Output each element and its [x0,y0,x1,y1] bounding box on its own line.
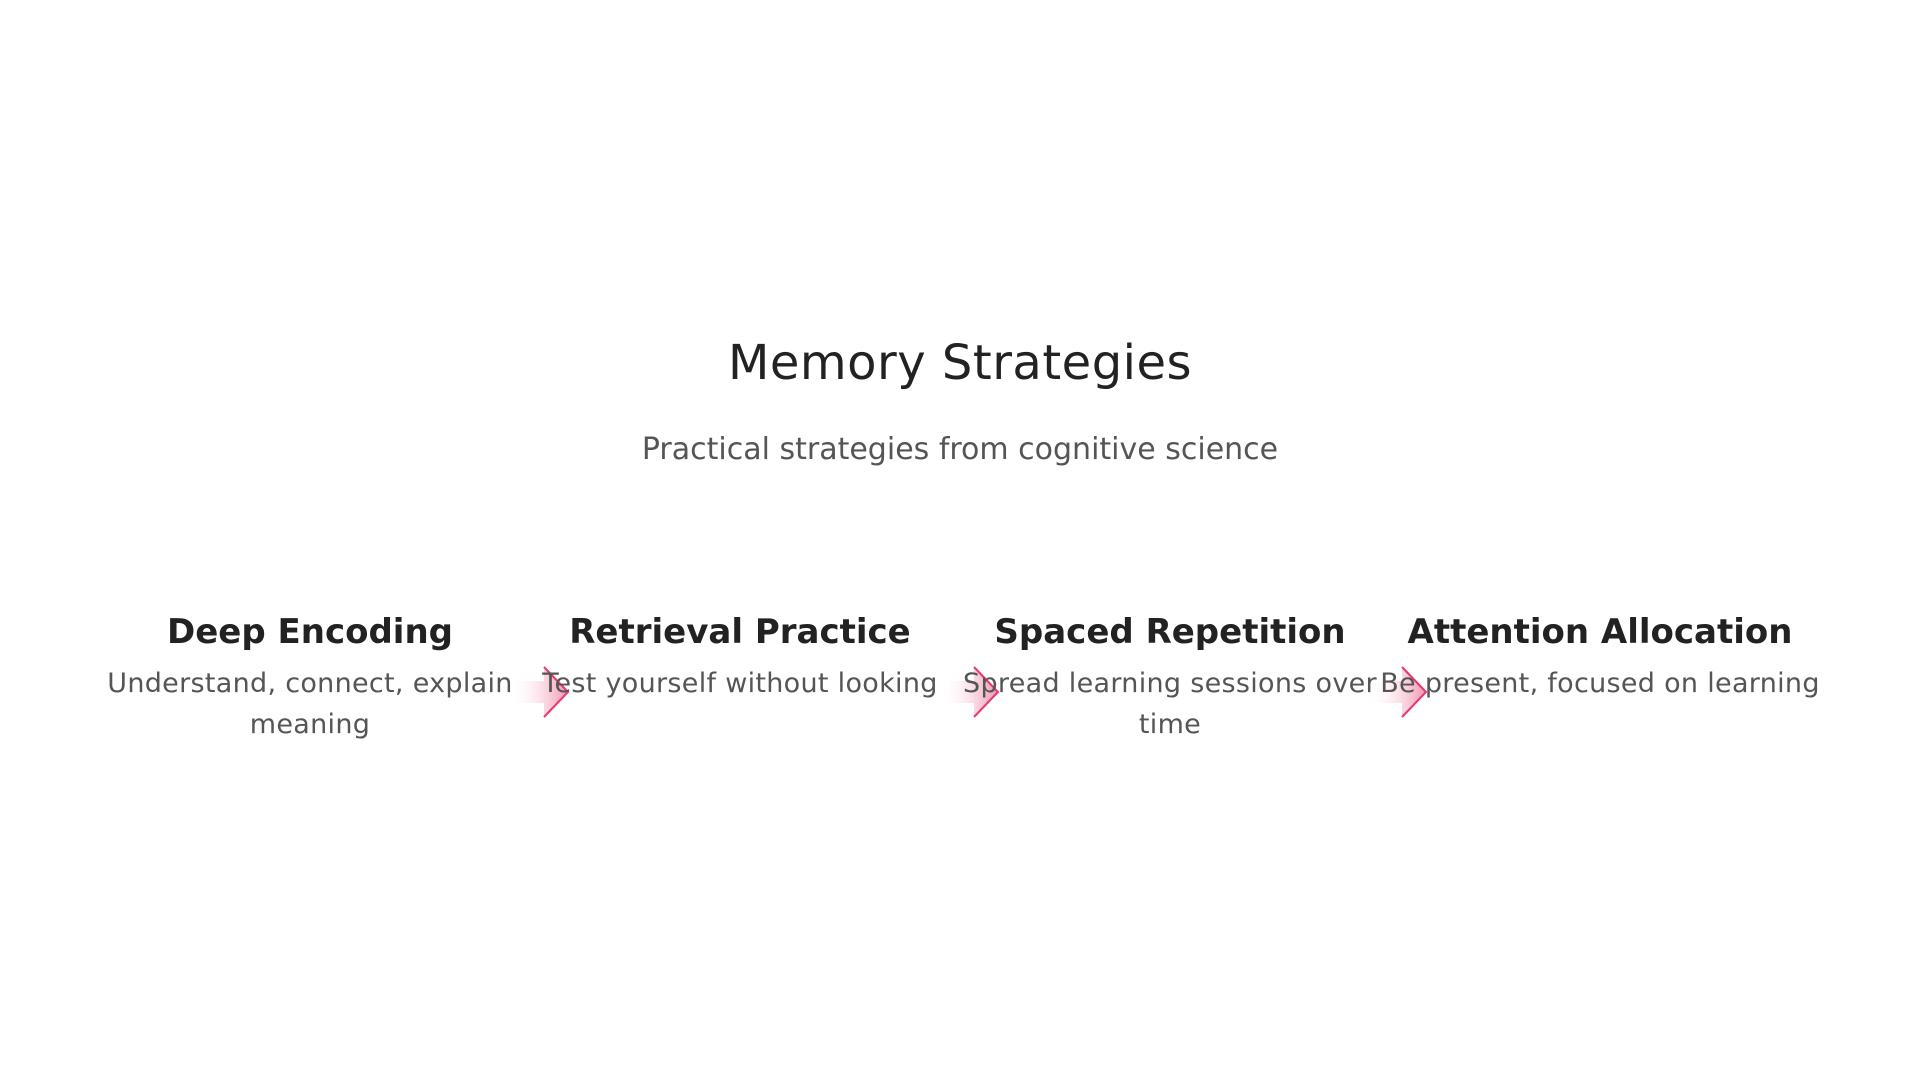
step-deep-encoding: Deep Encoding Understand, connect, expla… [90,610,530,745]
step-description: Test yourself without looking [542,668,938,700]
step-title: Retrieval Practice [569,612,911,652]
step-description: Spread learning sessions over time [963,668,1377,740]
step-description: Understand, connect, explain meaning [107,668,513,740]
step-title: Attention Allocation [1407,612,1793,652]
page-subtitle: Practical strategies from cognitive scie… [641,432,1279,467]
arrow-right-icon [510,666,570,718]
step-description: Be present, focused on learning [1380,668,1820,700]
step-spaced-repetition: Spaced Repetition Spread learning sessio… [950,610,1390,745]
page-title: Memory Strategies [727,335,1193,391]
arrow-right-icon [1368,666,1428,718]
step-title: Deep Encoding [167,612,453,652]
arrow-right-icon [940,666,1000,718]
step-attention-allocation: Attention Allocation Be present, focused… [1380,610,1820,705]
strategy-flow: Deep Encoding Understand, connect, expla… [90,610,1830,770]
step-title: Spaced Repetition [994,612,1346,652]
step-retrieval-practice: Retrieval Practice Test yourself without… [520,610,960,705]
